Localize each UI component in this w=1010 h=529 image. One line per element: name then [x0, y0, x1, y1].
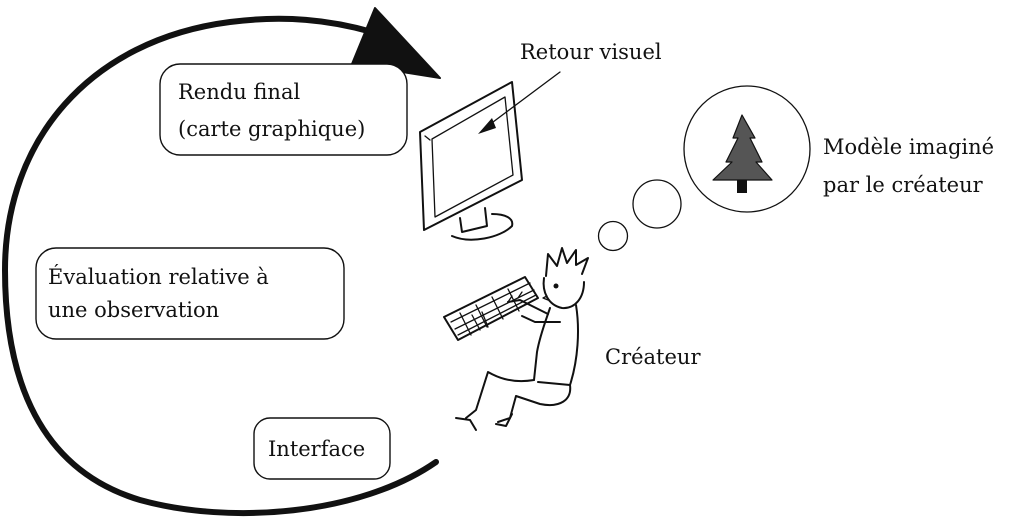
rendu-final-label-line1: Rendu final [178, 80, 300, 104]
modele-label-line2: par le créateur [823, 173, 984, 197]
monitor-icon [419, 81, 523, 241]
evaluation-label-line2: une observation [48, 298, 219, 322]
evaluation-label-line1: Évaluation relative à [48, 265, 269, 289]
interface-box: Interface [253, 417, 391, 480]
person-at-keyboard-icon [443, 247, 589, 431]
cycle-arrow-icon [2, 7, 441, 517]
tree-icon [712, 114, 773, 193]
evaluation-box: Évaluation relative à une observation [35, 247, 345, 340]
modele-label-line1: Modèle imaginé [823, 135, 994, 159]
rendu-final-label-line2: (carte graphique) [178, 117, 365, 141]
thought-bubble-icon [597, 85, 811, 252]
retour-visuel-label: Retour visuel [520, 40, 662, 64]
retour-visuel-pointer [478, 71, 561, 134]
rendu-final-box: Rendu final (carte graphique) [159, 63, 408, 156]
createur-label: Créateur [605, 345, 701, 369]
interface-label: Interface [268, 437, 365, 461]
